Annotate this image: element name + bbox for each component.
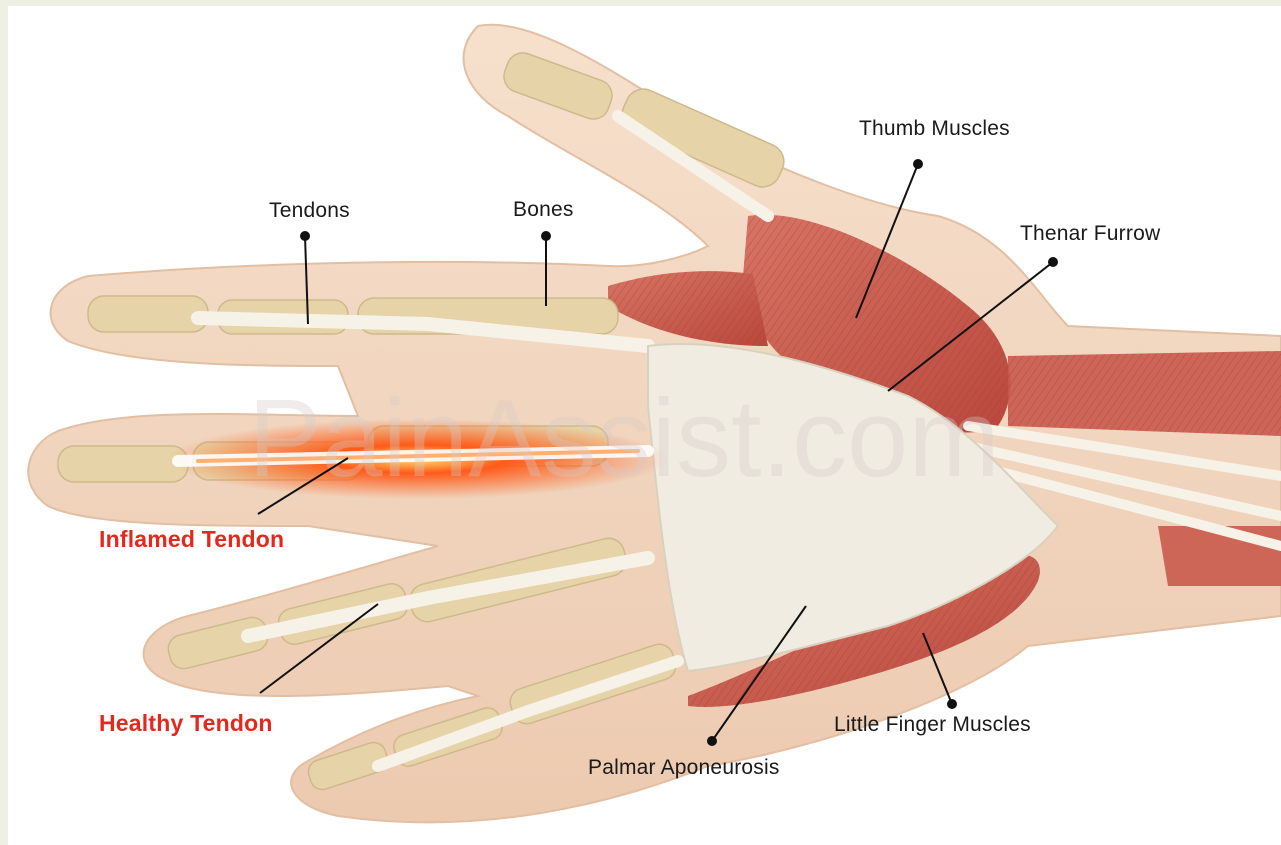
label-tendons: Tendons <box>269 199 350 223</box>
diagram-frame: PainAssist.com Tendons Bones Thumb Muscl… <box>8 6 1281 845</box>
label-thumb-muscles: Thumb Muscles <box>859 117 1010 141</box>
label-inflamed-tendon: Inflamed Tendon <box>99 526 284 553</box>
watermark: PainAssist.com <box>248 377 1000 500</box>
label-little-finger-muscles: Little Finger Muscles <box>834 713 1031 737</box>
label-palmar-aponeurosis: Palmar Aponeurosis <box>588 756 780 780</box>
label-bones: Bones <box>513 198 574 222</box>
label-thenar-furrow: Thenar Furrow <box>1020 222 1160 246</box>
label-healthy-tendon: Healthy Tendon <box>99 710 273 737</box>
